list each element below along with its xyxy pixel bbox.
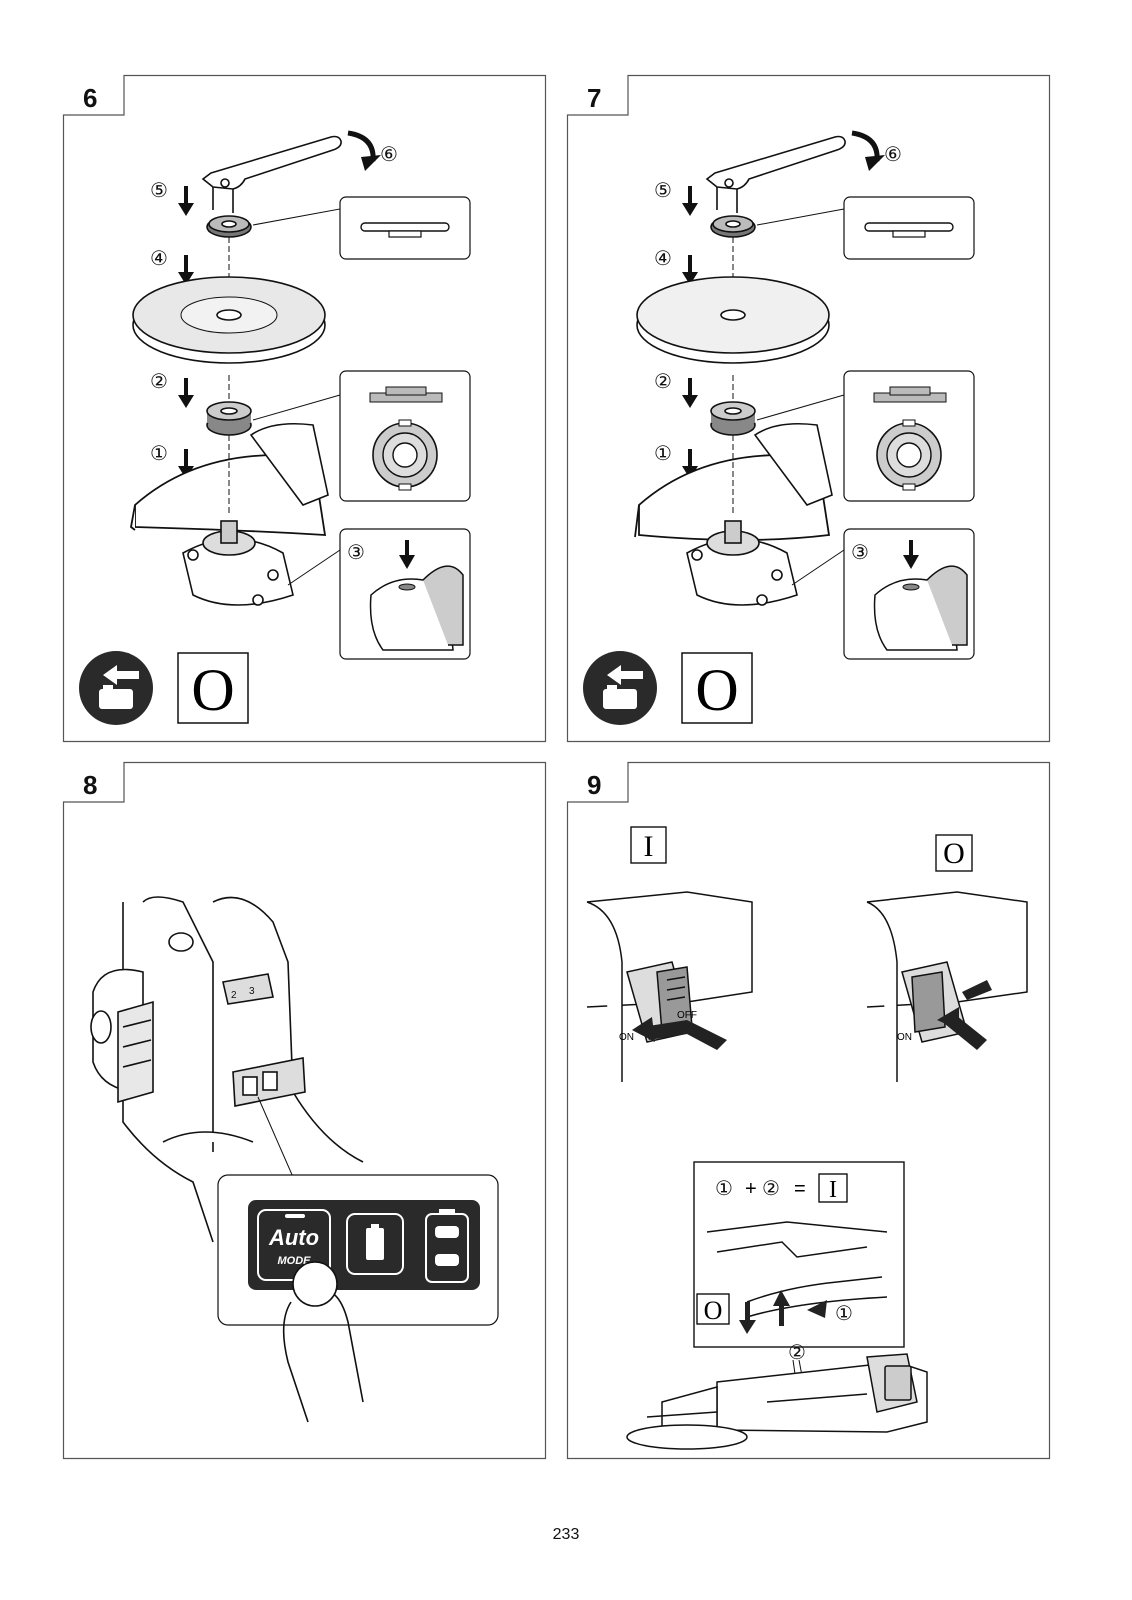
grinding-wheel xyxy=(132,276,326,364)
rotation-arrow-icon xyxy=(851,130,885,171)
figure-6-number: 6 xyxy=(83,83,98,113)
grinder-head xyxy=(182,422,329,606)
step-2-label: ② xyxy=(150,369,168,393)
step-3-label: ③ xyxy=(851,540,869,564)
battery-remove-icon xyxy=(583,651,657,725)
equation-plus: + xyxy=(745,1178,757,1200)
switch-on-symbol: I xyxy=(644,830,654,863)
switch-off-symbol-box xyxy=(177,652,249,724)
step-5-label: ⑤ xyxy=(150,178,168,202)
battery-indicator-icon xyxy=(425,1209,469,1283)
figure-6-frame xyxy=(62,74,547,743)
figure-9-number: 9 xyxy=(587,770,602,800)
tool-body: 2 3 xyxy=(90,896,364,1243)
rotation-arrow-icon xyxy=(347,130,381,171)
dial-number-3: 3 xyxy=(249,986,255,997)
switch-off-symbol-box xyxy=(935,834,973,872)
equation-step-1: ① xyxy=(715,1176,733,1200)
switch-on-text: ON xyxy=(619,1032,634,1043)
step-6-label: ⑥ xyxy=(884,142,902,166)
switch-off-text: OFF xyxy=(677,1010,697,1021)
figure-8-panel: 8 2 3 Auto MODE xyxy=(62,761,547,1460)
inner-flange xyxy=(206,401,252,436)
battery-remove-icon xyxy=(79,651,153,725)
wheel-guard xyxy=(130,454,327,536)
switch-off-view xyxy=(866,891,1028,1082)
detail-off-symbol: O xyxy=(704,1296,723,1325)
equation-equals: = xyxy=(794,1178,806,1200)
step-3-label: ③ xyxy=(347,540,365,564)
grinder-side-view xyxy=(626,1353,928,1450)
equation-result: I xyxy=(829,1177,837,1203)
grinder-head xyxy=(686,422,833,606)
step-4-label: ④ xyxy=(150,246,168,270)
step-6-label: ⑥ xyxy=(380,142,398,166)
step-1-label: ① xyxy=(150,441,168,465)
figure-8-frame xyxy=(62,761,547,1460)
lock-nut xyxy=(206,215,252,238)
battery-check-button xyxy=(346,1213,404,1275)
mode-button-label: MODE xyxy=(278,1255,312,1267)
detail-step-1: ① xyxy=(835,1301,853,1325)
step-4-label: ④ xyxy=(654,246,672,270)
switch-off-symbol: O xyxy=(695,657,738,723)
page-number: 233 xyxy=(552,1526,580,1543)
figure-7-frame xyxy=(566,74,1051,743)
switch-on-text-2: ON xyxy=(897,1032,912,1043)
lock-lever-view xyxy=(706,1221,888,1318)
push-arrow-icon xyxy=(642,1020,727,1050)
figure-8-number: 8 xyxy=(83,770,98,800)
figure-7-illustration: ⑤ ⑥ ④ ② ① xyxy=(583,130,975,725)
equation-step-2: ② xyxy=(762,1176,780,1200)
figure-7-panel: 7 ⑤ ⑥ ④ ② ① xyxy=(566,74,1051,743)
step-1-label: ① xyxy=(654,441,672,465)
detail-step-2: ② xyxy=(788,1340,806,1364)
auto-button-label: Auto xyxy=(268,1225,319,1250)
switch-off-symbol-box xyxy=(681,652,753,724)
figure-9-panel: 9 I O ON OFF ON ① + xyxy=(566,761,1051,1460)
figure-6-illustration: ⑤ ⑥ ④ ② ① xyxy=(79,130,471,725)
figure-7-number: 7 xyxy=(587,83,602,113)
wrench-icon xyxy=(705,135,846,213)
figure-9-frame xyxy=(566,761,1051,1460)
step-5-label: ⑤ xyxy=(654,178,672,202)
figure-6-panel: 6 ⑤ ⑥ ④ ② ① xyxy=(62,74,547,743)
wrench-icon xyxy=(201,135,342,213)
down-arrow-icon xyxy=(682,186,698,479)
switch-on-view xyxy=(586,891,753,1082)
lock-arrows-icon xyxy=(739,1290,827,1334)
switch-off-symbol: O xyxy=(943,837,965,870)
dial-number-2: 2 xyxy=(231,990,237,1001)
step-2-label: ② xyxy=(654,369,672,393)
wheel-guard xyxy=(634,454,831,541)
flat-grinding-wheel xyxy=(636,276,830,364)
switch-on-symbol-box xyxy=(630,826,667,864)
switch-off-symbol: O xyxy=(191,657,234,723)
lock-nut xyxy=(710,215,756,238)
inner-flange xyxy=(710,401,756,436)
figure-9-illustration: I O ON OFF ON ① + ② = xyxy=(586,826,1028,1450)
figure-8-illustration: 2 3 Auto MODE xyxy=(90,896,499,1423)
